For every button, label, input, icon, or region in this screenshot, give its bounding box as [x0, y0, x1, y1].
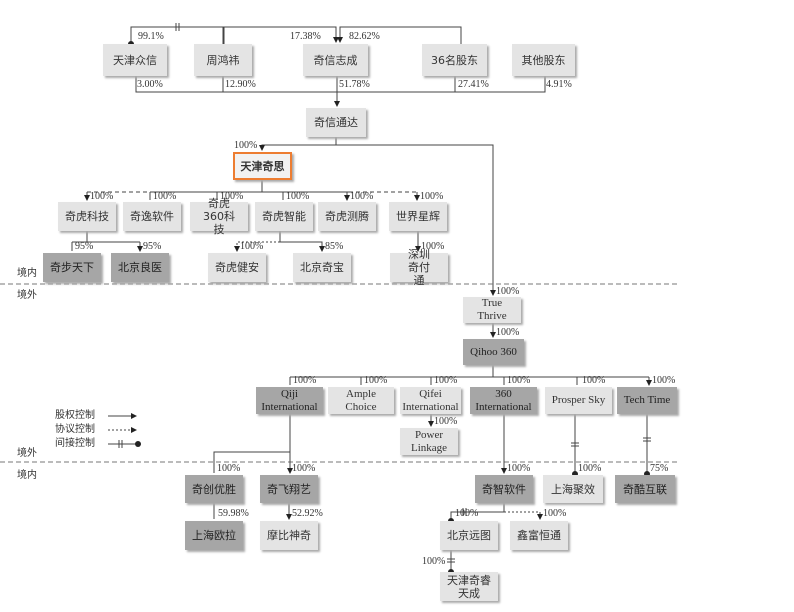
pct-label: 85%	[325, 241, 344, 252]
pct-label: 100%	[292, 463, 316, 474]
node-qiku-hulian: 奇酷互联	[615, 475, 675, 503]
zone-label-domestic: 境内	[17, 470, 37, 481]
node-qibu-tianxia: 奇步天下	[43, 253, 101, 282]
pct-label: 100%	[350, 191, 374, 202]
edge-zhou-zhongxin	[130, 26, 224, 44]
pct-label: 100%	[507, 375, 531, 386]
pct-label: 100%	[234, 140, 258, 151]
pct-label: 100%	[455, 508, 479, 519]
pct-label: 100%	[421, 241, 445, 252]
node-qihu-zhineng: 奇虎智能	[255, 202, 313, 231]
node-prosper-sky: Prosper Sky	[545, 387, 612, 414]
node-qihu-360-keji: 奇虎360科技	[190, 197, 248, 236]
pct-label: 75%	[650, 463, 669, 474]
legend-indirect-control: 间接控制	[55, 438, 95, 449]
pct-label: 100%	[496, 327, 520, 338]
pct-label: 100%	[220, 191, 244, 202]
pct-label: 4.91%	[546, 79, 572, 90]
pct-label: 95%	[75, 241, 94, 252]
pct-label: 27.41%	[458, 79, 489, 90]
pct-label: 100%	[240, 241, 264, 252]
node-zhou-hongyi: 周鸿祎	[194, 44, 252, 76]
pct-label: 52.92%	[292, 508, 323, 519]
node-other-shareholders: 其他股东	[512, 44, 575, 76]
pct-label: 95%	[143, 241, 162, 252]
node-power-linkage: Power Linkage	[400, 428, 458, 455]
node-shanghai-jujiao: 上海聚效	[543, 475, 603, 503]
pct-label: 100%	[217, 463, 241, 474]
node-qifei-xiangyi: 奇飞翔艺	[260, 475, 318, 503]
node-beijing-yuantu: 北京远图	[440, 521, 498, 550]
node-qifei-international: Qifei International	[400, 387, 461, 414]
pct-label: 100%	[578, 463, 602, 474]
node-tianjin-qisi: 天津奇思	[233, 152, 292, 180]
zone-label-overseas: 境外	[17, 448, 37, 459]
pct-label: 100%	[496, 286, 520, 297]
pct-label: 100%	[434, 416, 458, 427]
pct-label: 100%	[286, 191, 310, 202]
node-ample-choice: Ample Choice	[328, 387, 394, 414]
pct-label: 59.98%	[218, 508, 249, 519]
node-qihoo-360: Qihoo 360	[463, 339, 524, 365]
pct-label: 82.62%	[349, 31, 380, 42]
node-shanghai-oula: 上海欧拉	[185, 521, 243, 550]
node-qixin-zhicheng: 奇信志成	[303, 44, 368, 76]
node-qixin-tongda: 奇信通达	[306, 108, 366, 137]
node-qihu-ceteng: 奇虎测腾	[318, 202, 376, 231]
node-qizhi-ruanjian: 奇智软件	[475, 475, 533, 503]
pct-label: 100%	[420, 191, 444, 202]
node-beijing-liangyi: 北京良医	[111, 253, 169, 282]
node-mobi-shenqi: 摩比神奇	[260, 521, 318, 550]
node-qiyi-ruanjian: 奇逸软件	[123, 202, 181, 231]
node-tianjin-qirui-tiancheng: 天津奇睿天成	[440, 572, 498, 601]
legend-equity-control: 股权控制	[55, 410, 95, 421]
pct-label: 100%	[422, 556, 446, 567]
node-tech-time: Tech Time	[617, 387, 677, 414]
node-qihu-keji: 奇虎科技	[58, 202, 116, 231]
node-qichuang-yousheng: 奇创优胜	[185, 475, 243, 503]
zone-label-overseas: 境外	[17, 290, 37, 301]
node-36-shareholders: 36名股东	[422, 44, 487, 76]
pct-label: 100%	[582, 375, 606, 386]
node-qihu-jianan: 奇虎健安	[208, 253, 266, 282]
pct-label: 100%	[153, 191, 177, 202]
pct-label: 3.00%	[137, 79, 163, 90]
pct-label: 12.90%	[225, 79, 256, 90]
pct-label: 100%	[293, 375, 317, 386]
node-qiji-international: Qiji International	[256, 387, 323, 414]
pct-label: 51.78%	[339, 79, 370, 90]
pct-label: 100%	[543, 508, 567, 519]
node-360-international: 360 International	[470, 387, 537, 414]
pct-label: 99.1%	[138, 31, 164, 42]
pct-label: 100%	[434, 375, 458, 386]
pct-label: 100%	[90, 191, 114, 202]
zone-label-domestic: 境内	[17, 268, 37, 279]
pct-label: 100%	[507, 463, 531, 474]
node-xinfu-hengtong: 鑫富恒通	[510, 521, 568, 550]
pct-label: 17.38%	[290, 31, 321, 42]
node-true-thrive: True Thrive	[463, 297, 521, 323]
pct-label: 100%	[652, 375, 676, 386]
node-beijing-qibao: 北京奇宝	[293, 253, 351, 282]
legend-agreement-control: 协议控制	[55, 424, 95, 435]
pct-label: 100%	[364, 375, 388, 386]
node-tianjin-zhongxin: 天津众信	[103, 44, 167, 76]
node-shijie-xinghui: 世界星辉	[389, 202, 447, 231]
node-shenzhen-qifutong: 深圳奇付通	[390, 248, 448, 287]
